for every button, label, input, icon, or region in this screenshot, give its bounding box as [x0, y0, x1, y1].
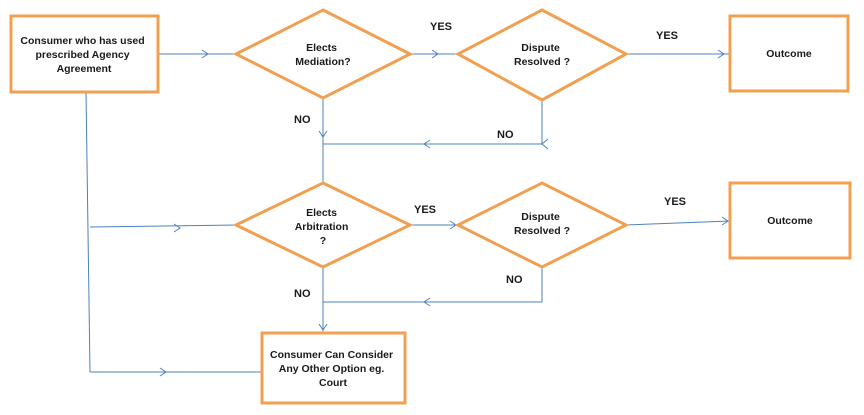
edge-label-no: NO [497, 129, 514, 141]
other-options-box [260, 331, 407, 405]
mediation-decision-diamond [232, 8, 414, 100]
edge-label-no: NO [294, 288, 311, 300]
connector-arb-resolved-yes [625, 220, 731, 226]
arrowhead [318, 323, 328, 331]
arrowhead [423, 297, 431, 307]
edge-label-yes: YES [656, 30, 678, 42]
arbitration-decision-diamond [232, 181, 414, 269]
edge-label-yes: YES [430, 21, 452, 33]
mediation-outcome-box [728, 14, 850, 93]
connectors [85, 49, 731, 377]
other-options-label: Consumer Can Consider Any Other Option e… [270, 349, 396, 389]
connector-arb-resolved-no [323, 267, 543, 303]
edge-label-no: NO [294, 114, 311, 126]
arrowhead [431, 49, 439, 59]
edge-label-yes: YES [664, 196, 686, 208]
arbitration-resolved-label: Dispute Resolved ? [514, 211, 570, 237]
mediation-outcome-label: Outcome [766, 48, 812, 60]
mediation-decision-label: Elects Mediation? [295, 42, 350, 68]
arbitration-outcome-box [728, 181, 852, 260]
mediation-resolved-label: Dispute Resolved ? [514, 42, 570, 68]
edge-label-no: NO [506, 274, 523, 286]
arrowhead [541, 138, 549, 150]
connector-branch-arbitration [89, 224, 239, 228]
arrowhead [159, 367, 167, 377]
arrowhead [173, 223, 181, 233]
arrowhead [201, 49, 209, 59]
arrowhead [717, 49, 725, 59]
arrowhead [423, 139, 431, 149]
arbitration-decision-label: Elects Arbitration ? [295, 207, 352, 247]
edge-label-yes: YES [414, 204, 436, 216]
arrowhead [721, 216, 729, 226]
mediation-resolved-diamond [454, 8, 630, 102]
arbitration-resolved-diamond [454, 181, 630, 269]
connector-start-down [85, 91, 91, 373]
arrowhead [318, 130, 328, 138]
start-label: Consumer who has used prescribed Agency … [20, 35, 147, 75]
arbitration-outcome-label: Outcome [767, 215, 813, 227]
start-box [9, 14, 160, 94]
